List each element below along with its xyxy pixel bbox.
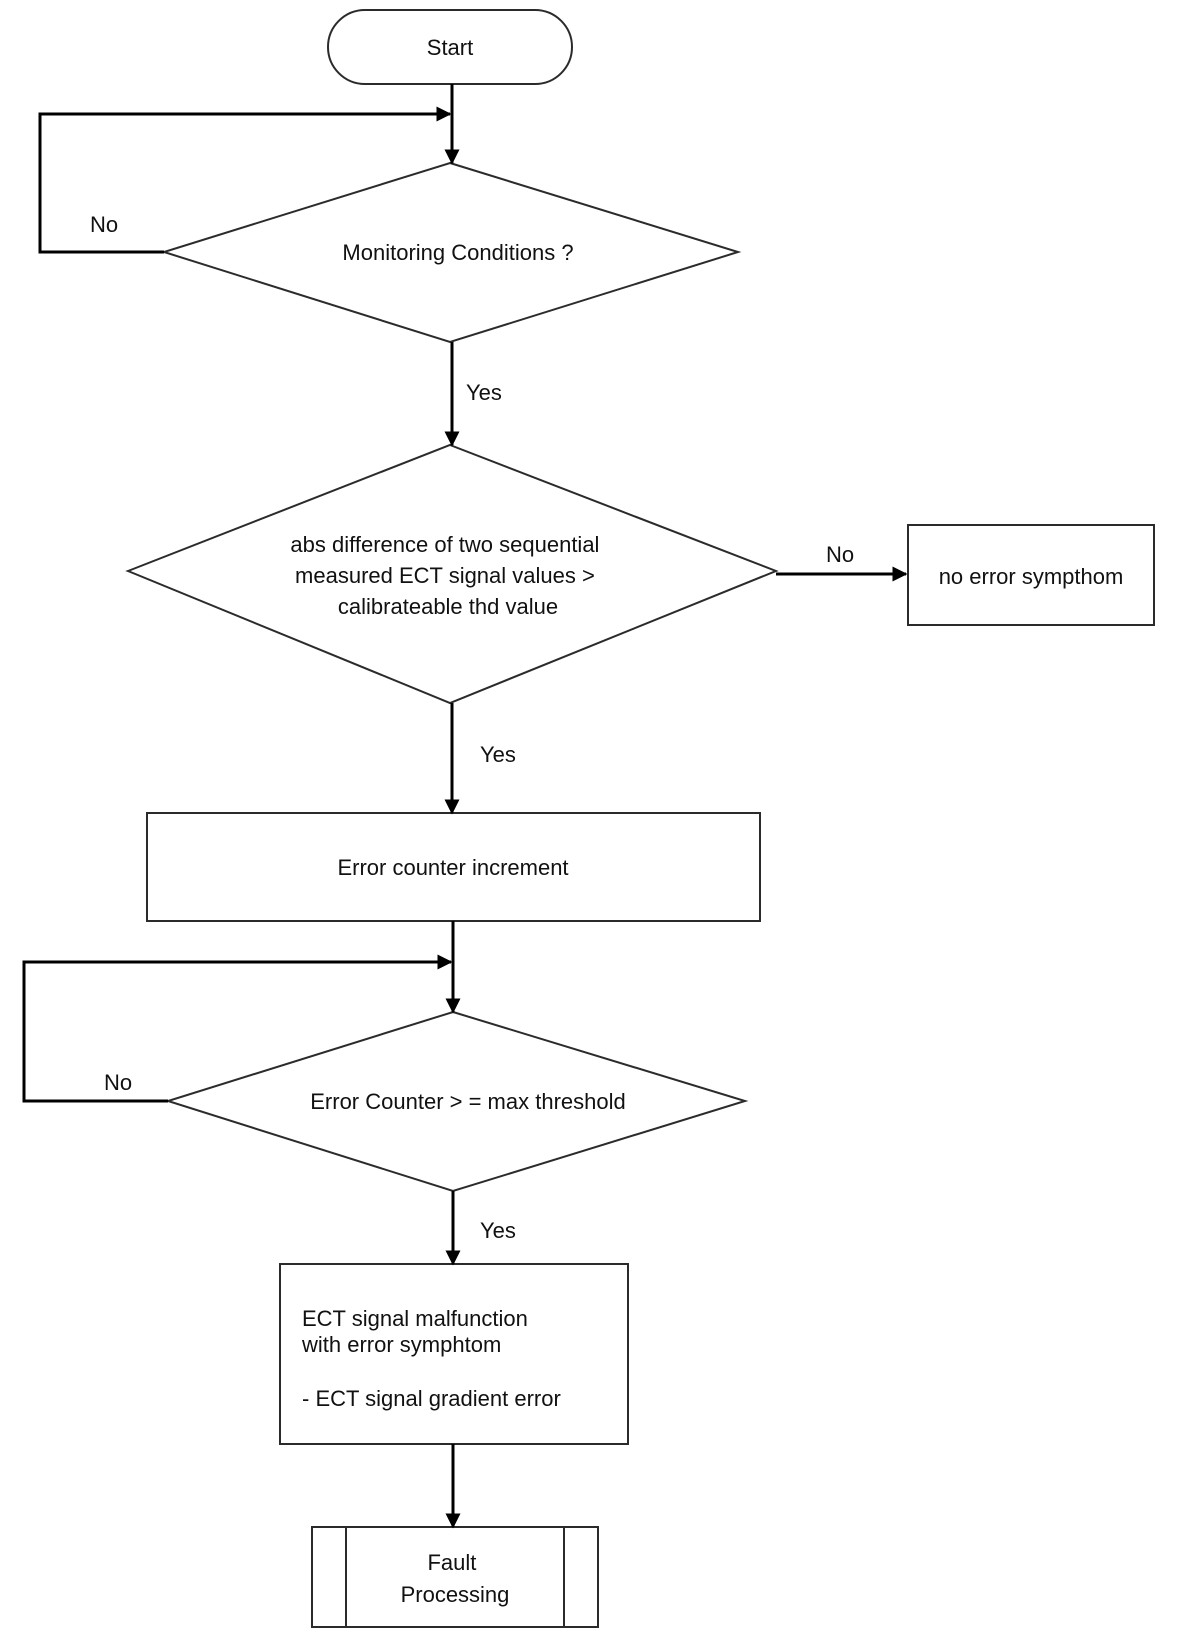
no-error-label: no error sympthom xyxy=(939,564,1124,589)
counter-label: Error Counter > = max threshold xyxy=(310,1089,625,1114)
abs-diff-line-2: measured ECT signal values > xyxy=(295,563,595,588)
edge-label-counter-yes: Yes xyxy=(480,1218,516,1243)
start-label: Start xyxy=(427,35,473,60)
abs-difference-decision xyxy=(125,443,779,705)
fault-line-2: Processing xyxy=(401,1582,510,1607)
edge-counter-no-loop xyxy=(22,954,453,1103)
fault-label: Fault Processing xyxy=(401,1550,510,1607)
abs-diff-label: abs difference of two sequential measure… xyxy=(290,532,605,619)
edge-label-monitoring-yes: Yes xyxy=(466,380,502,405)
edge-label-abs-yes: Yes xyxy=(480,742,516,767)
monitoring-decision xyxy=(160,161,742,344)
malfunction-line-2: with error symphtom xyxy=(301,1332,501,1357)
increment-label: Error counter increment xyxy=(337,855,568,880)
malfunction-line-3: - ECT signal gradient error xyxy=(302,1386,561,1411)
fault-line-1: Fault xyxy=(427,1550,476,1575)
monitoring-label: Monitoring Conditions ? xyxy=(342,240,573,265)
fault-processing-box xyxy=(311,1526,599,1628)
increment-box xyxy=(146,812,761,922)
malfunction-line-1: ECT signal malfunction xyxy=(302,1306,528,1331)
edge-label-monitoring-no: No xyxy=(90,212,118,237)
edge-label-counter-no: No xyxy=(104,1070,132,1095)
edge-monitoring-no-loop xyxy=(38,106,452,254)
malfunction-label: ECT signal malfunction with error sympht… xyxy=(301,1306,561,1411)
start-terminal xyxy=(327,9,573,85)
abs-diff-line-3: calibrateable thd value xyxy=(338,594,558,619)
abs-diff-line-1: abs difference of two sequential xyxy=(290,532,599,557)
no-error-box xyxy=(907,524,1155,626)
edge-label-abs-no: No xyxy=(826,542,854,567)
